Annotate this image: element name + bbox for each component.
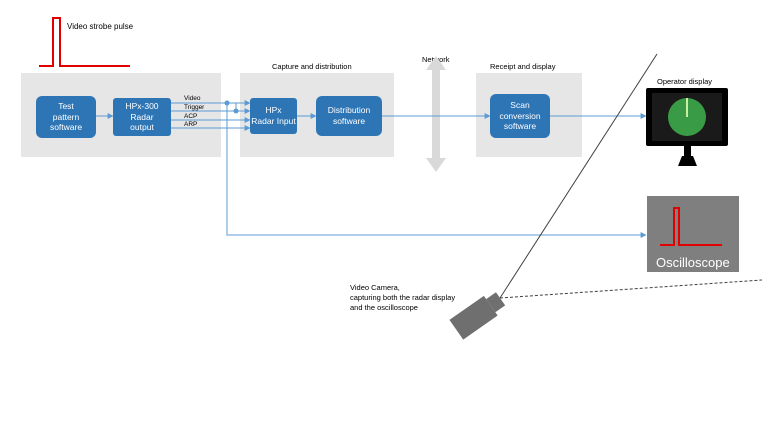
distribution-software-box: Distribution software bbox=[316, 96, 382, 136]
signal-label-acp: ACP bbox=[184, 113, 198, 120]
signal-label-trigger: Trigger bbox=[184, 104, 205, 111]
video-strobe-pulse-icon bbox=[39, 17, 130, 67]
hpx-radar-input-box: HPx Radar Input bbox=[250, 98, 297, 134]
signal-label-arp: ARP bbox=[184, 121, 198, 128]
camera-caption: Video Camera, capturing both the radar d… bbox=[350, 283, 456, 312]
oscilloscope-icon bbox=[647, 196, 739, 272]
camera-fov-line-upper bbox=[499, 53, 658, 299]
pulse-label: Video strobe pulse bbox=[67, 22, 134, 31]
oscilloscope-label: Oscilloscope bbox=[656, 255, 730, 270]
oscilloscope-feed-line bbox=[226, 103, 647, 238]
receipt-panel-title: Receipt and display bbox=[490, 62, 556, 71]
network-arrow-icon bbox=[426, 56, 446, 172]
test-pattern-software-box: Test pattern software bbox=[36, 96, 96, 138]
operator-display-label: Operator display bbox=[657, 77, 713, 86]
hpx300-radar-output-box: HPx-300 Radar output bbox=[113, 98, 171, 136]
camera-fov-line-lower bbox=[499, 279, 763, 299]
signal-label-video: Video bbox=[184, 95, 201, 102]
scan-conversion-software-box: Scan conversion software bbox=[490, 94, 550, 138]
video-camera-icon bbox=[449, 292, 506, 340]
operator-display-monitor-icon bbox=[646, 88, 728, 166]
capture-panel-title: Capture and distribution bbox=[272, 62, 352, 71]
